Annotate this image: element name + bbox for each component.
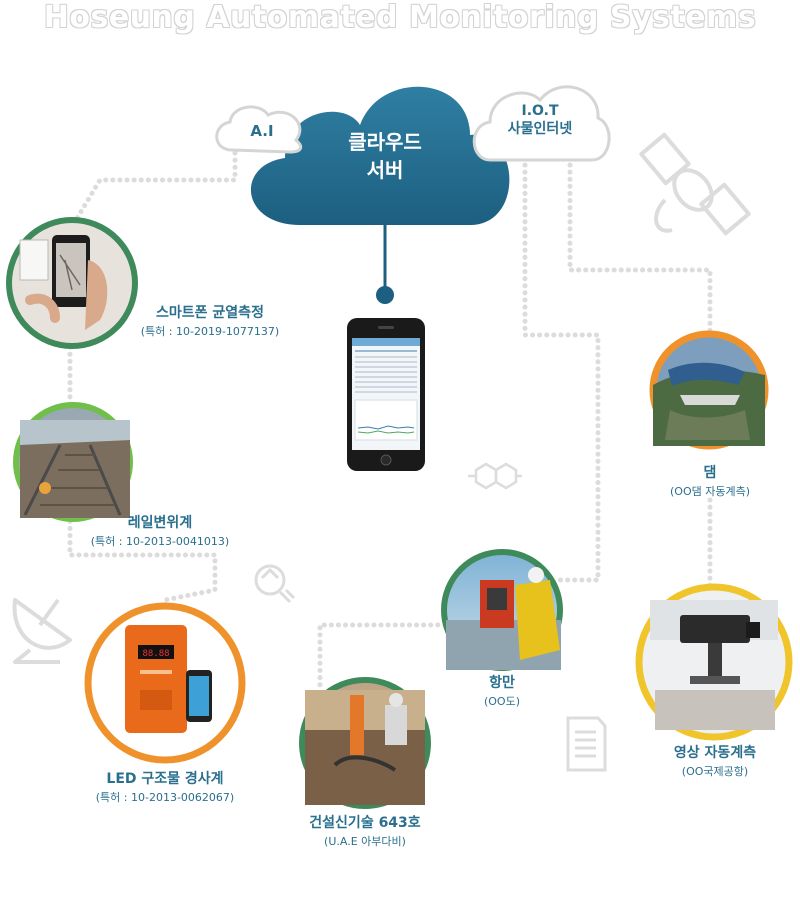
svg-text:88.88: 88.88	[142, 649, 169, 659]
node-sub-construction: (U.A.E 아부다비)	[324, 835, 406, 848]
connector-ai-to-smartphone	[67, 137, 238, 233]
cloud-server	[250, 86, 510, 304]
connector-rail-to-led	[67, 497, 218, 603]
node-label-video: 영상 자동계측 (OO국제공항)	[650, 742, 780, 779]
document-icon	[566, 716, 607, 772]
node-label-dam: 댐 (OO댐 자동계측)	[650, 462, 770, 499]
node-title-port: 항만	[489, 675, 515, 691]
cloud-iot-line1: I.O.T	[521, 103, 559, 119]
node-title-smartphone: 스마트폰 균열측정	[156, 305, 264, 321]
node-title-dam: 댐	[703, 465, 717, 481]
cloud-iot-label: I.O.T 사물인터넷	[480, 102, 600, 138]
photo-circle-dam	[649, 330, 769, 450]
cloud-server-line1: 클라우드	[348, 130, 422, 154]
photo-circle-led: 88.88	[84, 602, 246, 764]
photo-circle-construction	[299, 677, 431, 809]
node-sub-smartphone: (특허 : 10-2019-1077137)	[140, 325, 280, 338]
connector-iot-to-port	[522, 162, 601, 583]
node-title-led: LED 구조물 경사계	[106, 771, 224, 787]
cloud-iot-line2: 사물인터넷	[507, 121, 573, 137]
antenna-dish-icon	[12, 598, 72, 664]
photo-circle-port	[441, 549, 563, 671]
photo-circle-rail	[13, 402, 133, 522]
node-sub-dam: (OO댐 자동계측)	[670, 485, 750, 498]
page-title: Hoseung Automated Monitoring Systems	[43, 0, 757, 35]
node-title-construction: 건설신기술 643호	[309, 815, 421, 831]
connector-lines	[67, 137, 713, 693]
smartphone-screen-device	[347, 318, 425, 471]
cloud-iot	[472, 85, 611, 162]
satellite-icon	[639, 132, 751, 236]
photo-circle-video	[635, 583, 793, 741]
node-label-port: 항만 (OO도)	[462, 672, 542, 709]
connector-iot-to-dam	[567, 162, 713, 348]
node-label-construction: 건설신기술 643호 (U.A.E 아부다비)	[280, 812, 450, 849]
connector-port-to-construction	[317, 622, 448, 693]
cloud-ai-label: A.I	[250, 122, 274, 140]
node-title-video: 영상 자동계측	[673, 745, 757, 761]
lightbulb-icon	[254, 564, 296, 604]
cloud-server-line2: 서버	[366, 158, 404, 182]
cloud-anchor-dot	[376, 286, 394, 304]
node-label-smartphone: 스마트폰 균열측정 (특허 : 10-2019-1077137)	[110, 302, 310, 339]
node-sub-led: (특허 : 10-2013-0062067)	[95, 791, 235, 804]
node-sub-video: (OO국제공항)	[681, 765, 749, 778]
node-label-led: LED 구조물 경사계 (특허 : 10-2013-0062067)	[65, 768, 265, 805]
node-title-rail: 레일변위계	[127, 515, 193, 531]
node-sub-rail: (특허 : 10-2013-0041013)	[90, 535, 230, 548]
cloud-ai	[215, 105, 303, 154]
molecule-icon	[468, 462, 522, 490]
photo-circle-smartphone	[6, 217, 138, 349]
cloud-server-label: 클라우드 서버	[330, 128, 440, 184]
node-label-rail: 레일변위계 (특허 : 10-2013-0041013)	[75, 512, 245, 549]
node-sub-port: (OO도)	[483, 695, 521, 708]
